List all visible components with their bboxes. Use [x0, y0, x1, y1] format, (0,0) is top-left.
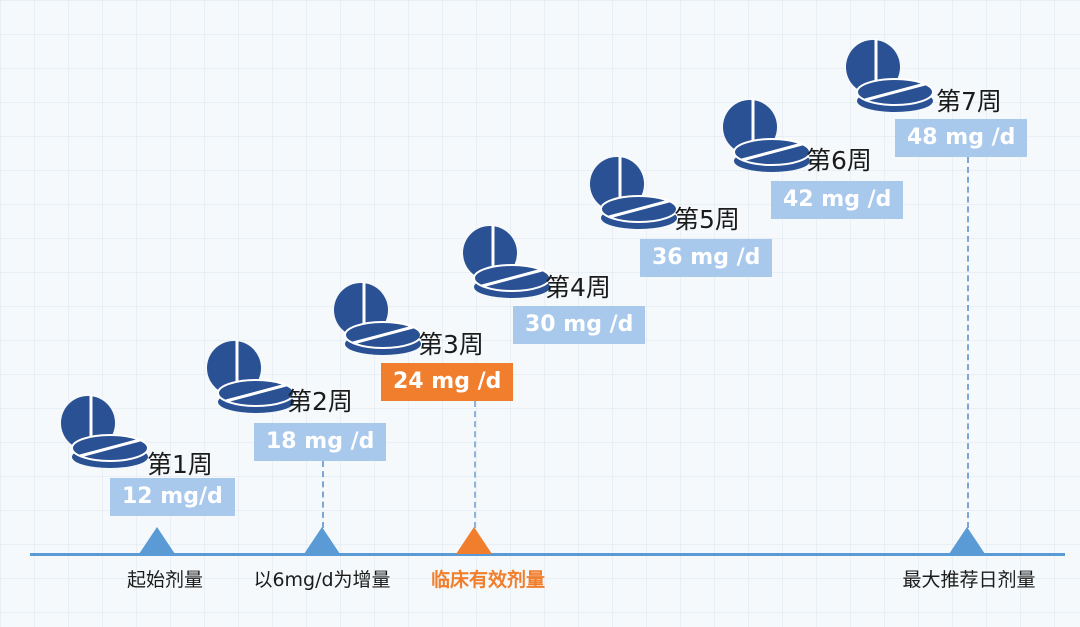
dose-box: 18 mg /d — [254, 423, 387, 461]
dose-box: 36 mg /d — [640, 239, 773, 277]
week-label: 第1周 — [147, 450, 213, 479]
triangle-marker-icon — [949, 527, 985, 554]
pill-icon — [846, 39, 934, 112]
week-label: 第3周 — [418, 330, 484, 359]
dose-box: 24 mg /d — [381, 363, 514, 401]
triangle-marker-icon — [139, 527, 175, 554]
axis-label: 以6mg/d为增量 — [253, 569, 391, 591]
dose-box: 12 mg/d — [110, 478, 235, 516]
dose-box: 48 mg /d — [895, 119, 1028, 157]
pill-icon — [590, 156, 678, 229]
pill-icon — [463, 225, 551, 298]
week-label: 第6周 — [806, 146, 872, 175]
week-label: 第5周 — [674, 205, 740, 234]
guide-line — [322, 461, 324, 528]
week-label: 第4周 — [545, 273, 611, 302]
guide-line — [474, 401, 476, 528]
pill-icon — [61, 395, 149, 468]
dose-box: 42 mg /d — [771, 181, 904, 219]
triangle-marker-icon — [456, 527, 492, 554]
pill-icon — [723, 99, 811, 172]
triangle-marker-icon — [304, 527, 340, 554]
guide-line — [967, 157, 969, 528]
axis-label: 最大推荐日剂量 — [902, 569, 1036, 591]
pill-icon — [207, 340, 295, 413]
timeline-axis — [30, 553, 1065, 556]
axis-label: 临床有效剂量 — [430, 569, 546, 591]
week-label: 第7周 — [936, 87, 1002, 116]
pill-icon — [334, 282, 422, 355]
axis-label: 起始剂量 — [126, 569, 204, 591]
dose-box: 30 mg /d — [513, 306, 646, 344]
week-label: 第2周 — [287, 387, 353, 416]
